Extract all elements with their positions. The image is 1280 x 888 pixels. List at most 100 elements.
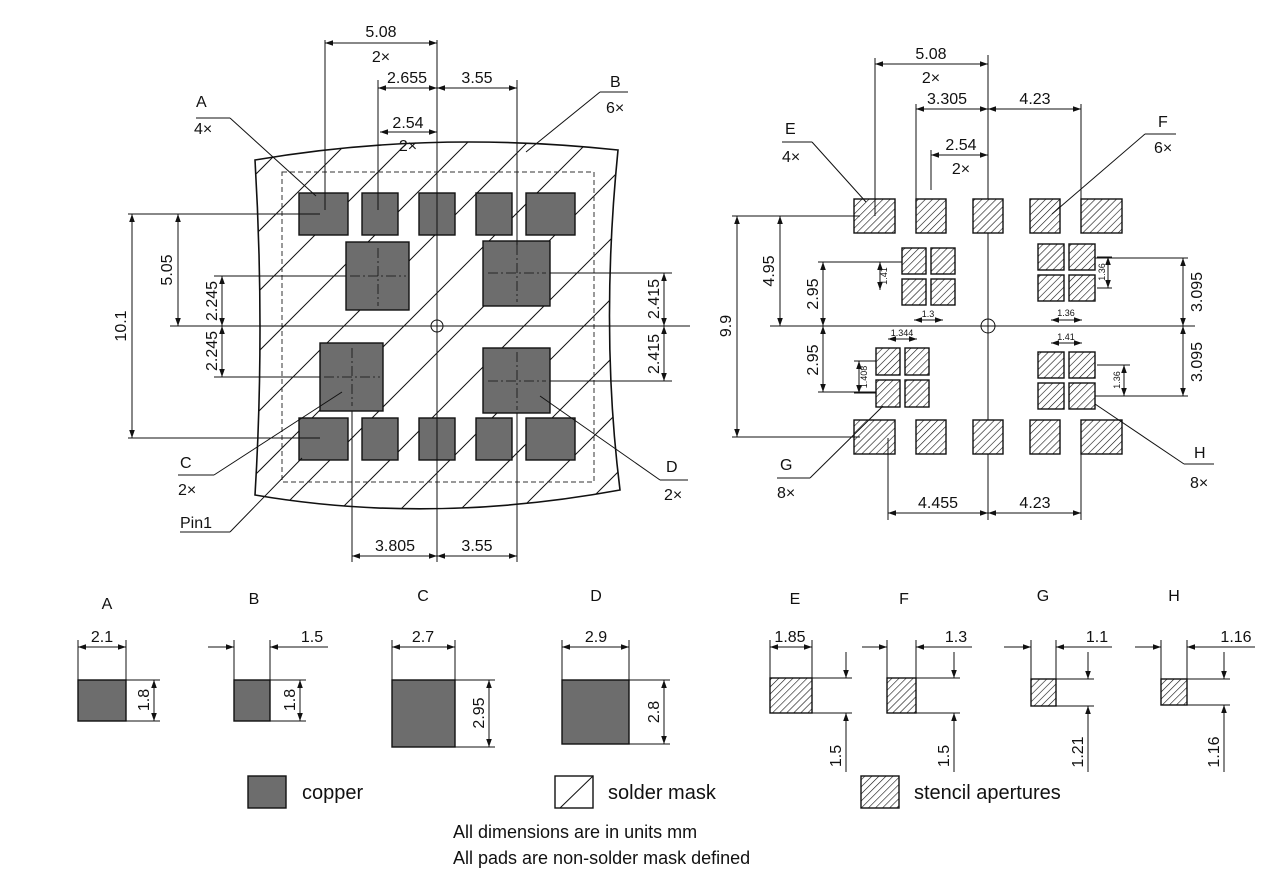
stencil-ll-3	[875, 379, 901, 408]
rdim-3-305: 3.305	[927, 91, 967, 108]
pad-h-letter: H	[1168, 588, 1180, 605]
stencil-bot-1	[853, 419, 896, 455]
pad-a-width: 2.1	[91, 629, 113, 646]
dim-2x-b: 2×	[399, 138, 417, 155]
dim-2-245-top: 2.245	[204, 281, 221, 321]
solder-mask-area	[254, 141, 621, 510]
legend: copper solder mask stencil apertures	[247, 775, 1061, 809]
pad-b-height: 1.8	[282, 689, 299, 711]
pad-a-letter: A	[102, 596, 113, 613]
legend-copper-swatch	[247, 775, 287, 809]
left-callouts: A 4× B 6× C 2× D 2× Pin1	[178, 74, 688, 533]
sdim-1-3-ul: 1.3	[922, 309, 935, 319]
dim-2x-a: 2×	[372, 49, 390, 66]
legend-copper-label: copper	[302, 782, 363, 804]
stencil-top-2	[915, 198, 947, 234]
left-view: 5.08 2× 2.655 3.55 2.54 2× 3.805 3.55 10…	[113, 24, 690, 562]
sdim-1-36-ur: 1.36	[1097, 263, 1107, 281]
sdim-1-36-lr: 1.36	[1112, 371, 1122, 389]
notes: All dimensions are in units mm All pads …	[453, 822, 750, 868]
pad-detail-h: H 1.16 1.16	[1135, 588, 1255, 772]
rdim-3-095-top: 3.095	[1189, 272, 1206, 312]
callout-h-count: 8×	[1190, 475, 1208, 492]
pad-detail-c: C 2.7 2.95	[391, 588, 495, 748]
sdim-1-41-ul: 1.41	[879, 267, 889, 285]
pad-g-shape	[1030, 678, 1057, 707]
pad-f-shape	[886, 677, 917, 714]
callout-d-count: 2×	[664, 487, 682, 504]
stencil-ul-3	[901, 278, 927, 306]
stencil-top-3	[972, 198, 1004, 234]
pad-detail-g: G 1.1 1.21	[1004, 588, 1112, 772]
pad-d-shape	[561, 679, 630, 745]
dim-10-1: 10.1	[113, 310, 130, 341]
pad-f-letter: F	[899, 591, 909, 608]
stencil-lr-4	[1068, 382, 1096, 410]
sdim-1-408-ll: 1.408	[859, 366, 869, 389]
sdim-1-41-lr: 1.41	[1057, 332, 1075, 342]
pad-g-letter: G	[1037, 588, 1049, 605]
stencil-ll-1	[875, 347, 901, 376]
rdim-2x-b: 2×	[952, 161, 970, 178]
callout-f-count: 6×	[1154, 140, 1172, 157]
stencil-ur-2	[1068, 243, 1096, 271]
pad-bot-5	[525, 417, 576, 461]
aperture-small-dimensions: 1.41 1.3 1.36 1.36 1.344 1.408 1.41 1.36	[854, 256, 1130, 397]
pad-top-4	[475, 192, 513, 236]
right-bottom-dimensions: 4.455 4.23	[887, 438, 1082, 520]
stencil-bot-2	[915, 419, 947, 455]
callout-a-letter: A	[196, 94, 207, 111]
pad-detail-d: D 2.9 2.8	[561, 588, 670, 745]
pad-e-height: 1.5	[828, 745, 845, 767]
rdim-4-23-top: 4.23	[1019, 91, 1050, 108]
note-units: All dimensions are in units mm	[453, 822, 697, 842]
callout-d-letter: D	[666, 459, 678, 476]
pad-mid-ur	[482, 240, 551, 307]
callout-b-letter: B	[610, 74, 621, 91]
dim-2-245-bot: 2.245	[204, 331, 221, 371]
stencil-lr-2	[1068, 351, 1096, 379]
stencil-top-5	[1080, 198, 1123, 234]
pad-g-height: 1.21	[1070, 736, 1087, 767]
pad-top-2	[361, 192, 399, 236]
pad-d-width: 2.9	[585, 629, 607, 646]
dim-5-05: 5.05	[159, 254, 176, 285]
callout-g-letter: G	[780, 457, 792, 474]
legend-stencil-swatch	[860, 775, 900, 809]
rdim-2-95-top: 2.95	[805, 278, 822, 309]
pad-h-height: 1.16	[1206, 736, 1223, 767]
stencil-ul-4	[930, 278, 956, 306]
pad-mid-lr	[482, 347, 551, 414]
pad-h-width: 1.16	[1220, 629, 1251, 646]
rdim-2-95-bot: 2.95	[805, 344, 822, 375]
left-right-dimensions: 2.415 2.415	[550, 272, 672, 382]
right-top-dimensions: 5.08 2× 3.305 4.23 2.54 2×	[874, 46, 1082, 216]
pad-a-shape	[77, 679, 127, 722]
pad-b-letter: B	[249, 591, 260, 608]
pad-a-height: 1.8	[136, 689, 153, 711]
right-right-dimensions: 3.095 3.095	[1095, 257, 1206, 397]
dim-3-805: 3.805	[375, 538, 415, 555]
callout-a-count: 4×	[194, 121, 212, 138]
stencil-lr-3	[1037, 382, 1065, 410]
left-top-dimensions: 5.08 2× 2.655 3.55 2.54 2×	[324, 24, 518, 245]
dim-2-415-top: 2.415	[646, 279, 663, 319]
pad-f-height: 1.5	[936, 745, 953, 767]
rdim-9-9: 9.9	[718, 315, 735, 337]
left-vertical-dimensions: 10.1 5.05 2.245 2.245	[113, 213, 346, 439]
dim-2-655: 2.655	[387, 70, 427, 87]
right-view: 5.08 2× 3.305 4.23 2.54 2× 4.455 4.23 9.…	[718, 46, 1214, 520]
pad-g-width: 1.1	[1086, 629, 1108, 646]
pad-c-height: 2.95	[471, 697, 488, 728]
sdim-1-36-ur-w: 1.36	[1057, 308, 1075, 318]
pad-c-width: 2.7	[412, 629, 434, 646]
pad-bot-1	[298, 417, 349, 461]
callout-h-letter: H	[1194, 445, 1206, 462]
pad-detail-f: F 1.3 1.5	[862, 591, 972, 772]
stencil-bot-5	[1080, 419, 1123, 455]
stencil-bot-4	[1029, 419, 1061, 455]
pad-f-width: 1.3	[945, 629, 967, 646]
pad-detail-e: E 1.85 1.5	[769, 591, 852, 772]
center-lines-left	[170, 40, 690, 562]
